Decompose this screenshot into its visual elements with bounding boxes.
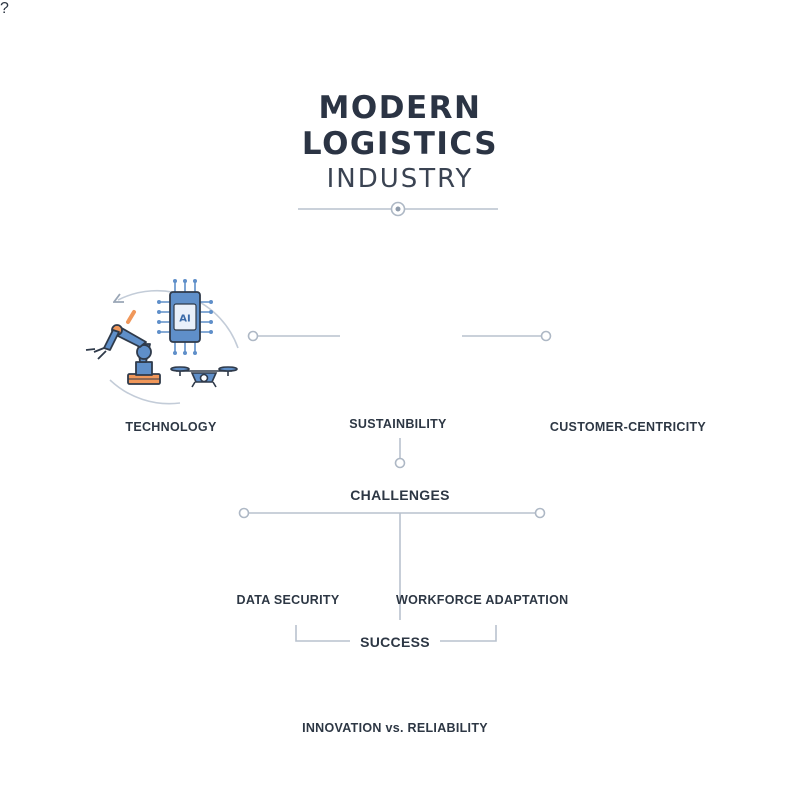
challenges-heading: CHALLENGES bbox=[350, 487, 450, 503]
success-right-bracket bbox=[440, 625, 497, 642]
challenges-right-dot bbox=[534, 507, 546, 519]
drone-icon bbox=[170, 366, 238, 388]
challenge-label-workforce: WORKFORCE ADAPTATION bbox=[396, 593, 569, 607]
title-line-3: INDUSTRY bbox=[326, 164, 474, 194]
workforce-cluster: ? bbox=[0, 0, 9, 17]
title-line-1: MODERN bbox=[318, 90, 482, 126]
title-block: MODERN LOGISTICS INDUSTRY bbox=[0, 90, 800, 196]
success-label-innovation: INNOVATION vs. RELIABILITY bbox=[302, 721, 488, 735]
connector-lines bbox=[244, 208, 542, 642]
right-node-dot bbox=[540, 330, 552, 342]
pillar-label-sustainability: SUSTAINBILITY bbox=[349, 417, 447, 431]
ai-chip-icon: AI bbox=[157, 279, 213, 355]
pillar-label-technology: TECHNOLOGY bbox=[125, 420, 217, 434]
pillar-label-customer-centricity: CUSTOMER-CENTRICITY bbox=[549, 420, 707, 434]
technology-cluster: AI bbox=[85, 279, 239, 405]
success-heading: SUCCESS bbox=[360, 634, 430, 650]
challenges-left-dot bbox=[238, 507, 250, 519]
title-line-2: LOGISTICS bbox=[301, 126, 499, 162]
center-node-dot bbox=[394, 457, 406, 469]
challenge-label-data-security: DATA SECURITY bbox=[236, 593, 340, 607]
svg-text:AI: AI bbox=[179, 314, 190, 325]
robot-arm-icon bbox=[85, 310, 161, 385]
success-left-bracket bbox=[295, 625, 350, 642]
question-icon: ? bbox=[0, 0, 9, 17]
left-node-dot bbox=[247, 330, 259, 342]
